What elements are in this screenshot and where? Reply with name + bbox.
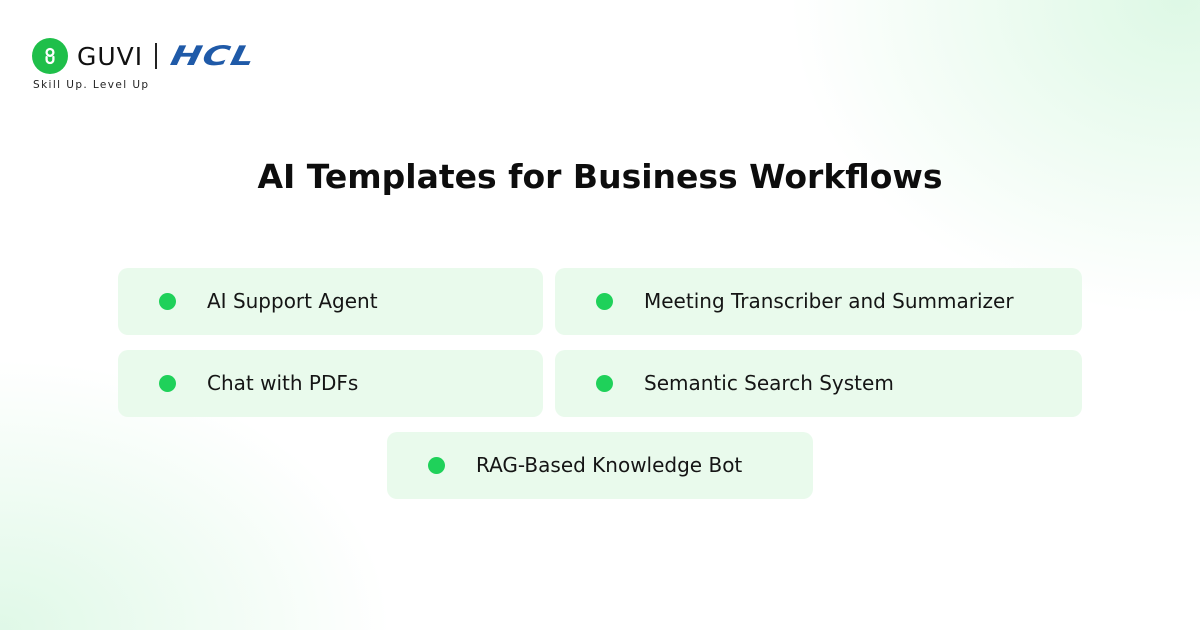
logo-divider xyxy=(155,43,157,69)
template-card-label: RAG-Based Knowledge Bot xyxy=(476,453,743,477)
brand-logo: GUVI HCL Skill Up. Level Up xyxy=(32,38,332,98)
bullet-icon xyxy=(428,457,445,474)
page-title: AI Templates for Business Workflows xyxy=(257,157,943,196)
hcl-wordmark: HCL xyxy=(167,40,259,72)
bullet-icon xyxy=(596,293,613,310)
template-card-label: Meeting Transcriber and Summarizer xyxy=(644,289,1014,313)
template-card-meeting-transcriber: Meeting Transcriber and Summarizer xyxy=(555,268,1082,335)
guvi-wordmark: GUVI xyxy=(77,41,144,71)
bullet-icon xyxy=(159,293,176,310)
logo-row: GUVI HCL xyxy=(32,38,258,74)
template-card-label: Chat with PDFs xyxy=(207,371,359,395)
template-card-chat-with-pdfs: Chat with PDFs xyxy=(118,350,543,417)
bullet-icon xyxy=(596,375,613,392)
template-card-label: Semantic Search System xyxy=(644,371,894,395)
template-card-label: AI Support Agent xyxy=(207,289,378,313)
template-card-semantic-search: Semantic Search System xyxy=(555,350,1082,417)
brand-tagline: Skill Up. Level Up xyxy=(33,79,150,91)
guvi-glyph-icon xyxy=(45,47,55,65)
bullet-icon xyxy=(159,375,176,392)
template-card-ai-support-agent: AI Support Agent xyxy=(118,268,543,335)
guvi-logo-icon xyxy=(32,38,68,74)
template-card-rag-knowledge-bot: RAG-Based Knowledge Bot xyxy=(387,432,813,499)
